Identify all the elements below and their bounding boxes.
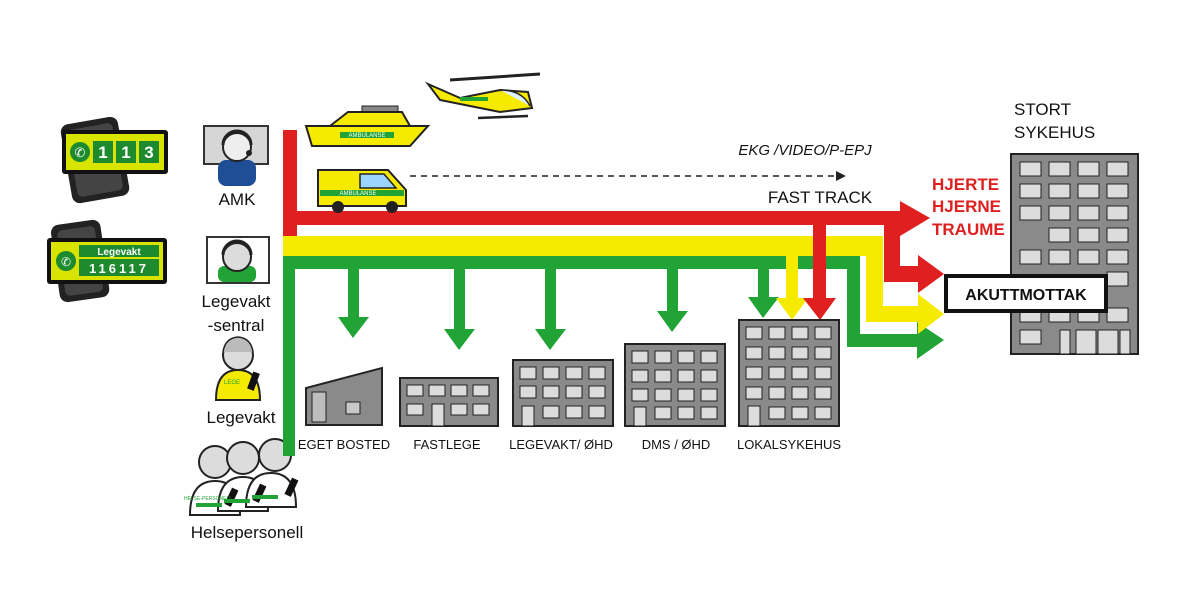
helsepersonell-label: Helsepersonell bbox=[191, 523, 303, 542]
red-arrow-to-akuttmottak bbox=[918, 255, 944, 293]
akuttmottak-sign: AKUTTMOTTAK bbox=[944, 274, 1108, 313]
destination-label-lokalsykehus: LOKALSYKEHUS bbox=[737, 437, 841, 452]
arrow-eget-bosted bbox=[338, 317, 369, 338]
arrow-dms-ohd bbox=[657, 311, 688, 332]
arrow-fastlege bbox=[444, 329, 475, 350]
akuttmottak-label: AKUTTMOTTAK bbox=[965, 287, 1087, 304]
legevakt-phone-number: 116117 bbox=[89, 261, 149, 276]
large-hospital-building bbox=[1010, 153, 1139, 355]
ambulance-boat-icon: AMBULANSE bbox=[304, 105, 431, 147]
building-dms-ohd bbox=[624, 343, 726, 427]
building-legevakt-ohd bbox=[512, 359, 614, 427]
car-ambulanse-text: AMBULANSE bbox=[339, 191, 376, 197]
arrow-lokalsykehus-yellow bbox=[776, 298, 808, 320]
fast-track-label: FAST TRACK bbox=[768, 188, 873, 207]
data-link-label: EKG /VIDEO/P-EPJ bbox=[738, 142, 872, 159]
legevakt-phone-icon bbox=[56, 251, 76, 271]
building-fastlege bbox=[399, 377, 499, 427]
lege-badge: LEGE bbox=[224, 380, 240, 386]
helicopter-icon bbox=[424, 72, 541, 120]
amk-label: AMK bbox=[219, 190, 257, 209]
legevakt-sentral-label-2: -sentral bbox=[208, 316, 265, 335]
destination-label-fastlege: FASTLEGE bbox=[413, 437, 481, 452]
hospital-title-line1: STORT bbox=[1014, 100, 1071, 119]
yellow-arrow-to-hospital bbox=[918, 294, 944, 334]
helsepersonell-group: HELSE-PERSONELL bbox=[184, 438, 299, 516]
arrow-lokalsykehus-green bbox=[748, 297, 779, 318]
helsepersonell-badge: HELSE-PERSONELL bbox=[184, 496, 232, 502]
arrow-legevakt-ohd bbox=[535, 329, 566, 350]
legevakt-doctor: LEGE bbox=[214, 336, 262, 401]
radio-icon bbox=[247, 371, 260, 391]
dial-digit-2: 1 bbox=[121, 143, 130, 162]
yellow-flow bbox=[283, 236, 944, 334]
green-arrow-to-hospital bbox=[917, 322, 944, 359]
hospital-title-line2: SYKEHUS bbox=[1014, 123, 1095, 142]
phone-handset-icon bbox=[70, 142, 90, 162]
dial-digit-1: 1 bbox=[98, 143, 107, 162]
green-flow bbox=[283, 256, 944, 456]
priority-traume: TRAUME bbox=[932, 220, 1005, 239]
data-link bbox=[410, 171, 846, 181]
svg-text:✆: ✆ bbox=[75, 145, 86, 160]
boat-ambulanse-text: AMBULANSE bbox=[348, 133, 385, 139]
dial-digit-3: 3 bbox=[144, 143, 153, 162]
phone-116117: ✆ Legevakt 116117 bbox=[47, 219, 167, 303]
red-arrow-fast-track bbox=[900, 201, 930, 236]
building-eget-bosted bbox=[305, 366, 383, 426]
destination-label-legevakt-ohd: LEGEVAKT/ ØHD bbox=[509, 437, 613, 452]
priority-list: HJERTE HJERNE TRAUME bbox=[932, 175, 1005, 239]
destination-label-eget-bosted: EGET BOSTED bbox=[298, 437, 390, 452]
priority-hjerte: HJERTE bbox=[932, 175, 999, 194]
legevakt-phone-header: Legevakt bbox=[97, 247, 141, 258]
headset-icon bbox=[246, 150, 252, 156]
svg-text:✆: ✆ bbox=[61, 255, 71, 269]
priority-hjerne: HJERNE bbox=[932, 197, 1001, 216]
red-flow bbox=[283, 130, 944, 320]
amk-operator bbox=[203, 125, 269, 186]
legevakt-label: Legevakt bbox=[207, 408, 276, 427]
legevakt-sentral-label-1: Legevakt bbox=[202, 292, 271, 311]
phone-113: ✆ 1 1 3 bbox=[60, 116, 168, 204]
ambulance-car-icon: AMBULANSE bbox=[317, 169, 407, 213]
destination-label-dms-ohd: DMS / ØHD bbox=[642, 437, 711, 452]
arrow-lokalsykehus-red bbox=[803, 298, 836, 320]
legevaktsentral-operator bbox=[206, 236, 270, 284]
building-lokalsykehus bbox=[738, 319, 840, 427]
